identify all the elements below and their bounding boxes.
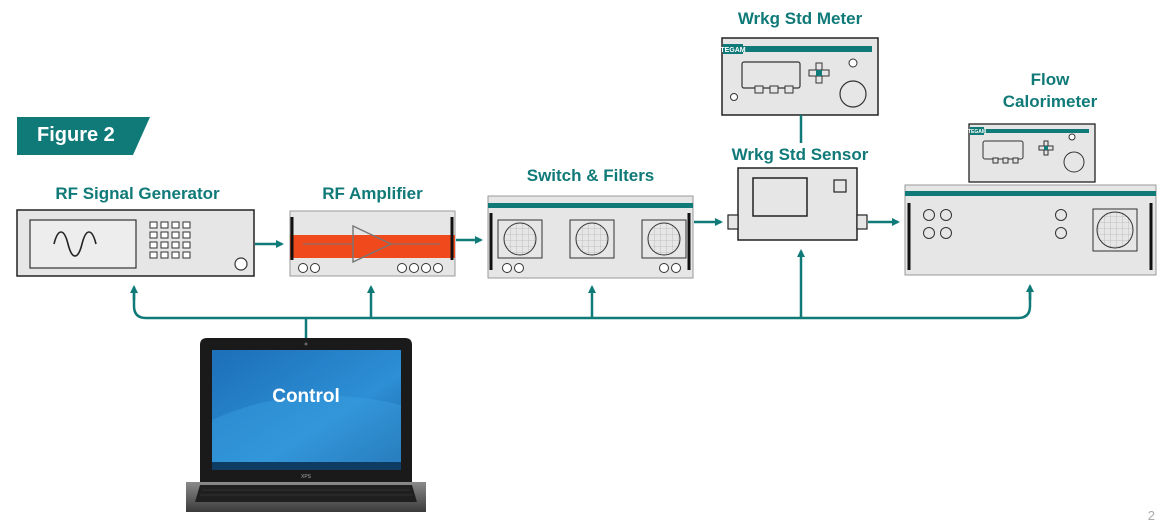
figure-badge: Figure 2 <box>17 117 150 155</box>
page-number: 2 <box>1147 508 1155 523</box>
amplifier-label: RF Amplifier <box>322 184 423 203</box>
tegam-logo-text: TEGAM <box>720 47 745 54</box>
flow-calorimeter-device: TEGAM <box>904 123 1157 276</box>
laptop-screen <box>212 350 401 470</box>
control-bus <box>130 249 1034 341</box>
laptop-logo: XPS <box>301 474 312 480</box>
control-laptop: XPS <box>186 338 426 512</box>
signal-generator-device <box>16 209 255 277</box>
figure-label: Figure 2 <box>37 124 115 146</box>
signal-generator-label: RF Signal Generator <box>55 184 220 203</box>
rf-amplifier-device <box>289 210 456 277</box>
amplifier-band <box>290 235 455 258</box>
calorimeter-label-line2: Calorimeter <box>1002 92 1098 111</box>
signal-chain <box>255 218 900 248</box>
control-label: Control <box>272 386 340 407</box>
std-meter-label: Wrkg Std Meter <box>737 9 863 28</box>
std-sensor-label: Wrkg Std Sensor <box>731 145 869 164</box>
calorimeter-label-line1: Flow <box>1030 70 1070 89</box>
tegam-logo <box>723 44 743 54</box>
sine-wave-icon <box>53 231 97 257</box>
svg-text:TEGAM: TEGAM <box>968 129 986 135</box>
std-meter-device: TEGAM <box>720 37 879 116</box>
dpad-icon <box>808 62 830 84</box>
std-sensor-device <box>727 167 868 241</box>
control-bus-line <box>132 292 1032 320</box>
switch-filters-device <box>487 195 694 279</box>
switch-filters-label: Switch & Filters <box>526 166 655 185</box>
